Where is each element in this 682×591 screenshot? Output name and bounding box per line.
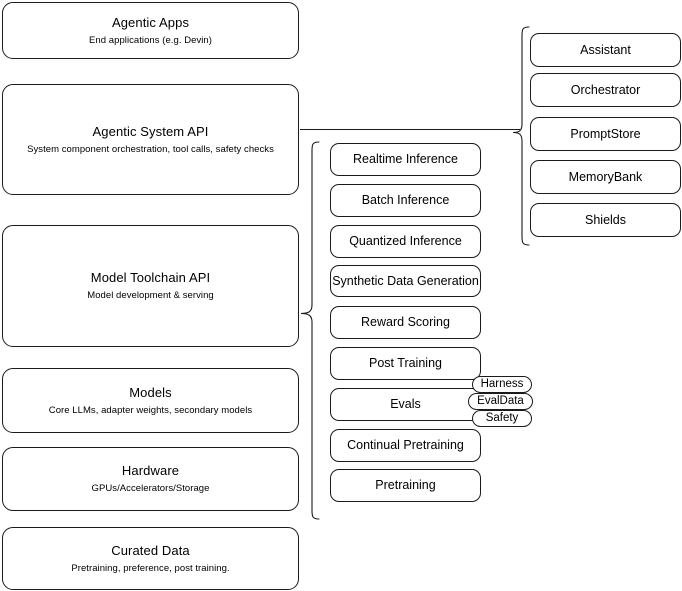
component-label: PromptStore — [570, 126, 641, 141]
capability-label: Continual Pretraining — [347, 438, 464, 452]
capability-label: Evals — [390, 397, 421, 411]
component-box-promptstore[interactable]: PromptStore — [530, 117, 681, 151]
capability-box-realtime-inference[interactable]: Realtime Inference — [330, 143, 481, 176]
eval-subcomponent-label: EvalData — [477, 395, 524, 407]
capability-box-evals[interactable]: Evals — [330, 388, 481, 421]
brace-system-components — [512, 26, 532, 246]
connector-agentic-system-api-to-components — [300, 124, 522, 136]
capability-box-post-training[interactable]: Post Training — [330, 347, 481, 380]
capability-box-reward-scoring[interactable]: Reward Scoring — [330, 306, 481, 339]
capability-label: Realtime Inference — [353, 152, 458, 166]
layer-subtitle: GPUs/Accelerators/Storage — [91, 483, 210, 494]
layer-title: Models — [129, 384, 172, 400]
capability-box-batch-inference[interactable]: Batch Inference — [330, 184, 481, 217]
layer-title: Agentic System API — [92, 123, 209, 139]
layer-subtitle: Core LLMs, adapter weights, secondary mo… — [48, 404, 253, 416]
capability-label: Synthetic Data Generation — [332, 273, 479, 288]
layer-subtitle: Model development & serving — [87, 290, 214, 301]
eval-subcomponent-label: Harness — [480, 378, 524, 390]
capability-label: Pretraining — [375, 478, 436, 492]
capability-label: Post Training — [369, 356, 442, 370]
capability-box-pretraining[interactable]: Pretraining — [330, 469, 481, 502]
component-label: MemoryBank — [568, 169, 643, 184]
capability-label: Reward Scoring — [361, 315, 450, 329]
eval-subcomponent-pill-harness[interactable]: Harness — [472, 376, 532, 393]
layer-box-models[interactable]: Models Core LLMs, adapter weights, secon… — [2, 368, 299, 433]
eval-subcomponent-pill-safety[interactable]: Safety — [472, 410, 532, 427]
eval-subcomponent-pill-evaldata[interactable]: EvalData — [468, 393, 533, 410]
layer-subtitle: Pretraining, preference, post training. — [71, 562, 230, 574]
capability-label: Quantized Inference — [349, 234, 462, 248]
capability-box-synthetic-data-generation[interactable]: Synthetic Data Generation — [330, 265, 481, 297]
capability-box-quantized-inference[interactable]: Quantized Inference — [330, 225, 481, 258]
layer-box-model-toolchain-api[interactable]: Model Toolchain API Model development & … — [2, 225, 299, 347]
layer-subtitle: End applications (e.g. Devin) — [89, 34, 212, 46]
layer-title: Curated Data — [111, 542, 190, 558]
capability-box-continual-pretraining[interactable]: Continual Pretraining — [330, 429, 481, 462]
capability-label: Batch Inference — [361, 193, 450, 207]
layer-box-hardware[interactable]: Hardware GPUs/Accelerators/Storage — [2, 447, 299, 511]
layer-title: Model Toolchain API — [90, 270, 211, 285]
component-box-memorybank[interactable]: MemoryBank — [530, 160, 681, 194]
layer-title: Hardware — [121, 463, 180, 478]
component-label: Assistant — [580, 42, 631, 57]
layer-box-curated-data[interactable]: Curated Data Pretraining, preference, po… — [2, 527, 299, 590]
component-box-orchestrator[interactable]: Orchestrator — [530, 73, 681, 107]
component-label: Shields — [585, 212, 626, 227]
layer-box-agentic-system-api[interactable]: Agentic System API System component orch… — [2, 84, 299, 195]
layer-subtitle: System component orchestration, tool cal… — [27, 143, 274, 155]
component-label: Orchestrator — [570, 82, 641, 97]
component-box-assistant[interactable]: Assistant — [530, 33, 681, 67]
layer-box-agentic-apps[interactable]: Agentic Apps End applications (e.g. Devi… — [2, 2, 299, 59]
component-box-shields[interactable]: Shields — [530, 203, 681, 237]
brace-toolchain-capabilities — [298, 141, 320, 521]
layer-title: Agentic Apps — [111, 14, 190, 30]
eval-subcomponent-label: Safety — [485, 412, 519, 424]
